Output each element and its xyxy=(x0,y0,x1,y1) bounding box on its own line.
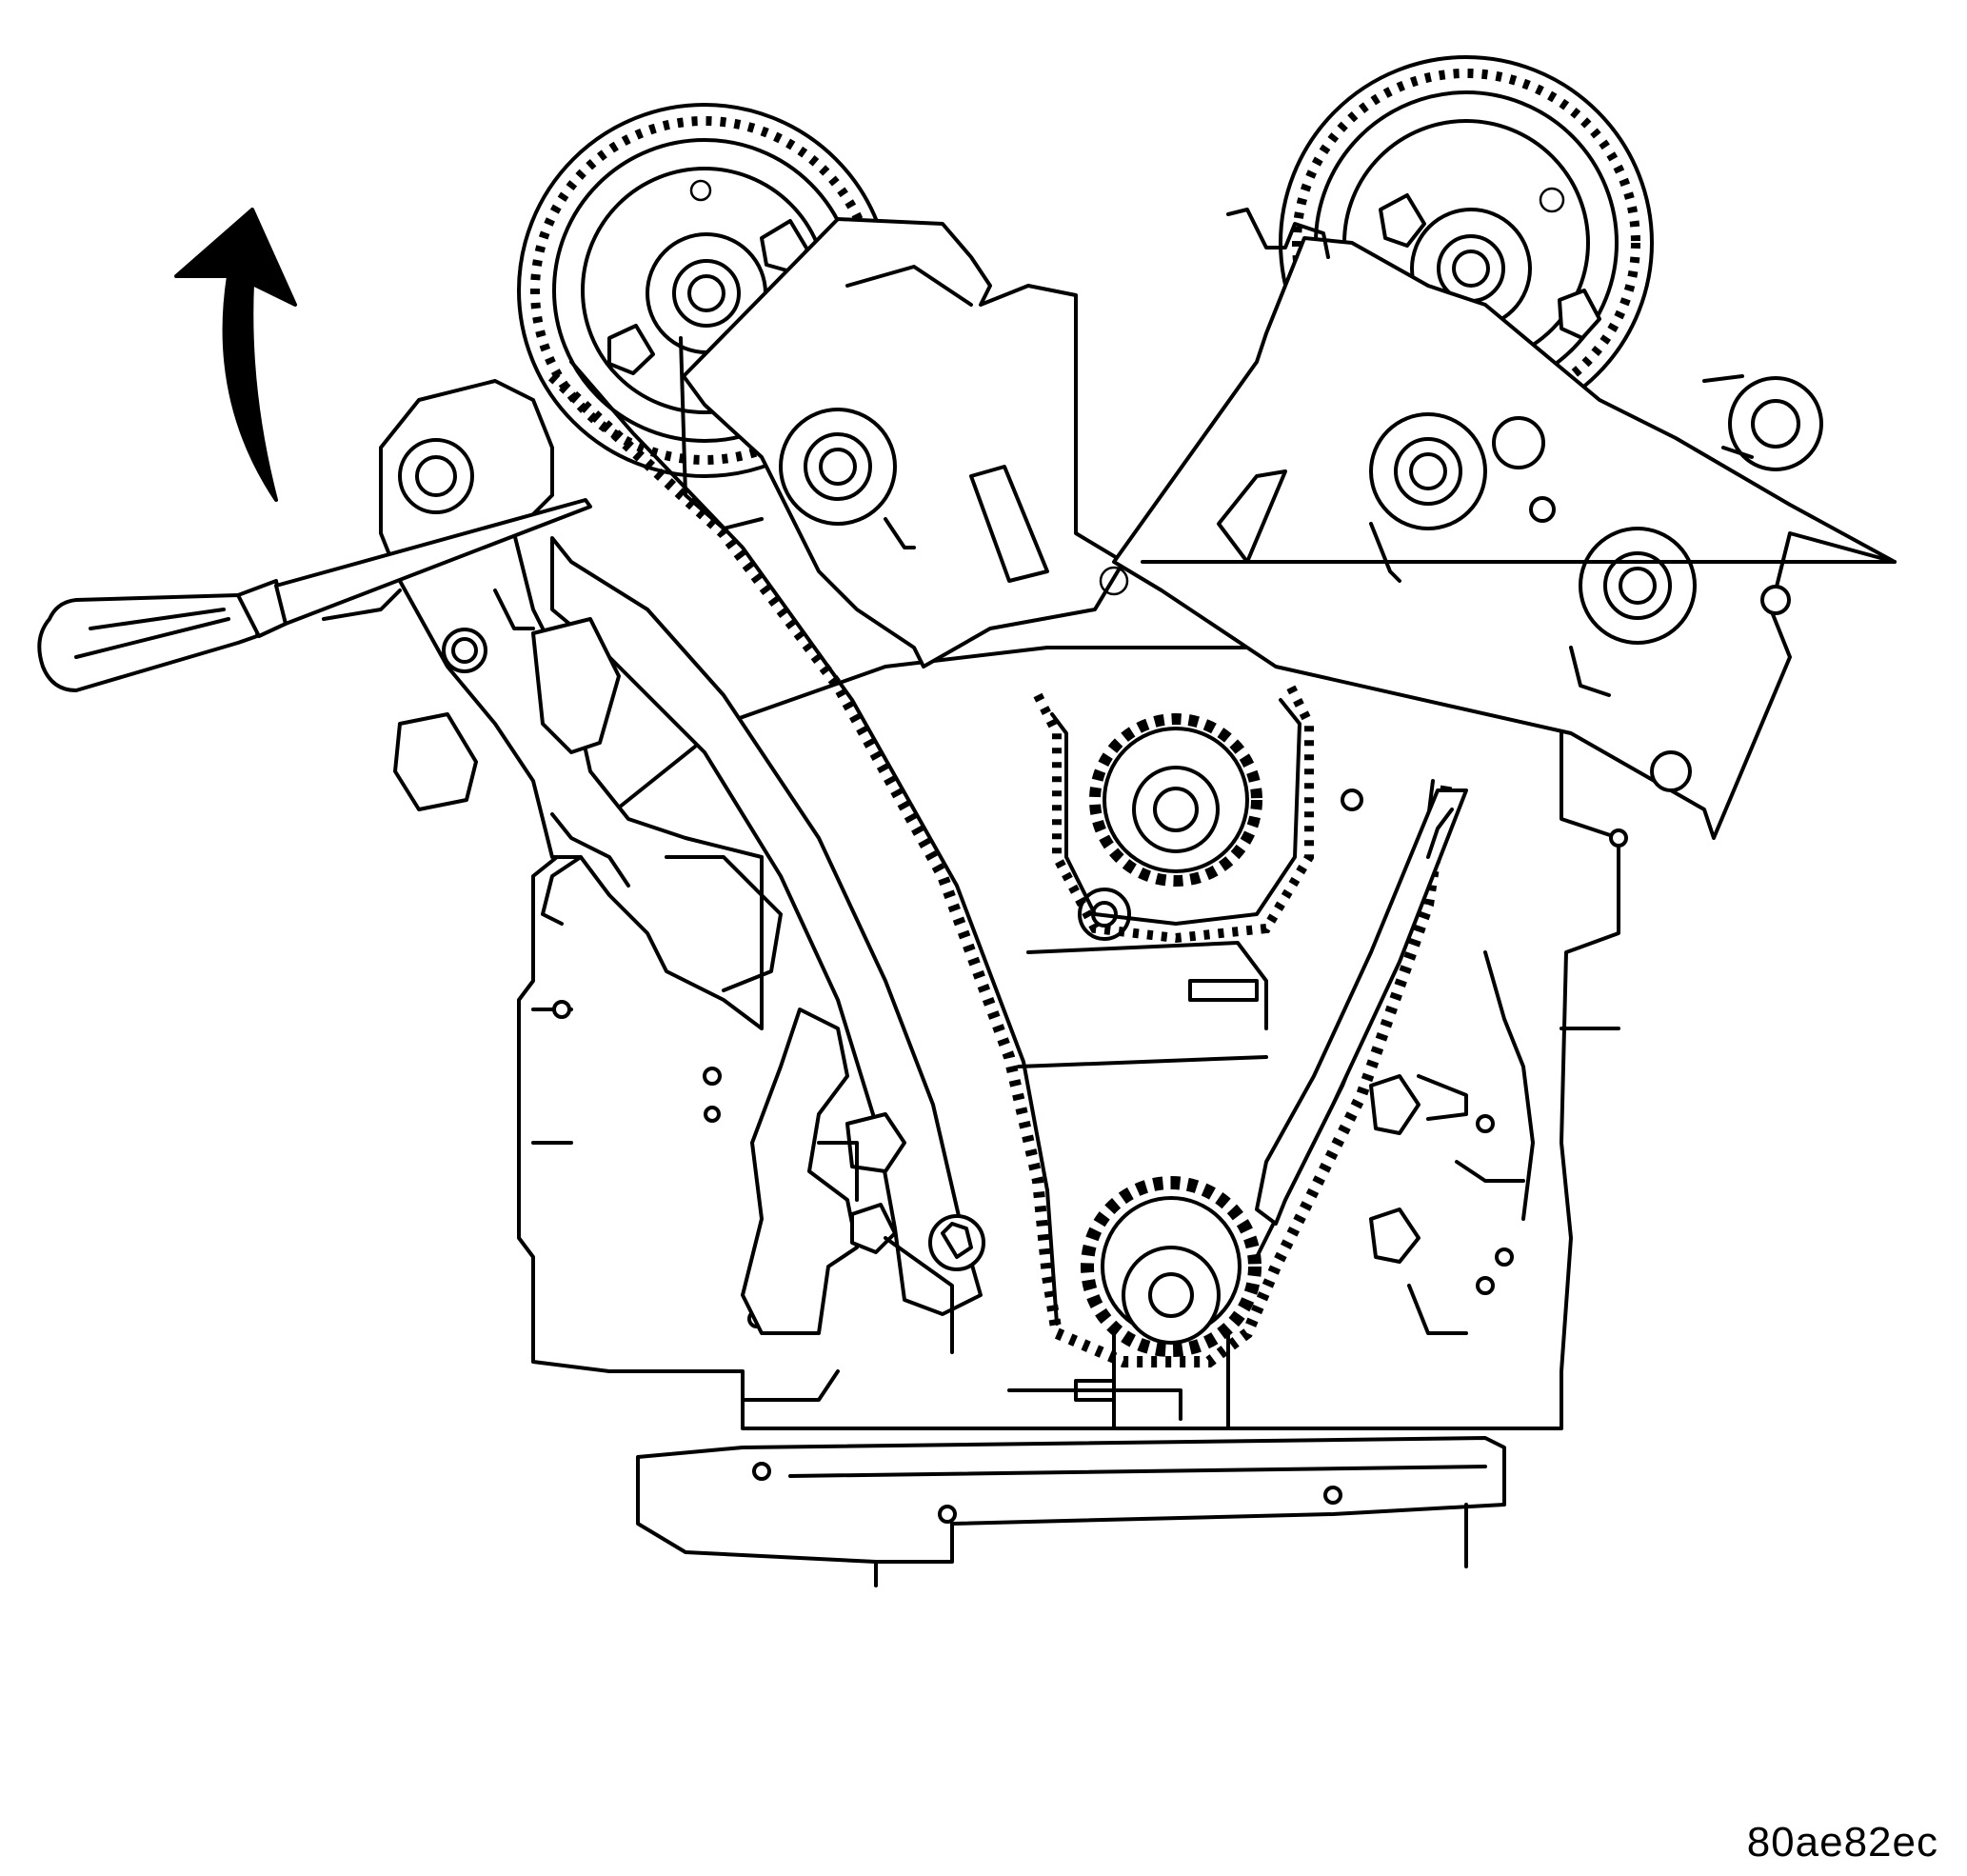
right-chain-guide xyxy=(1255,788,1468,1226)
right-tensioner xyxy=(1702,374,1823,471)
figure-id-label: 80ae82ec xyxy=(1746,1819,1938,1866)
screwdriver-icon xyxy=(37,498,592,692)
left-chain-guide xyxy=(550,536,985,1316)
right-cam-carrier xyxy=(1112,208,1897,840)
crankshaft-sprocket xyxy=(1081,1176,1262,1430)
lower-right-details xyxy=(1369,950,1535,1335)
left-cam-carrier xyxy=(679,217,1129,669)
lower-left-details xyxy=(665,855,954,1402)
curved-arrow-up-icon xyxy=(174,208,297,502)
idler-gear xyxy=(1033,683,1314,944)
